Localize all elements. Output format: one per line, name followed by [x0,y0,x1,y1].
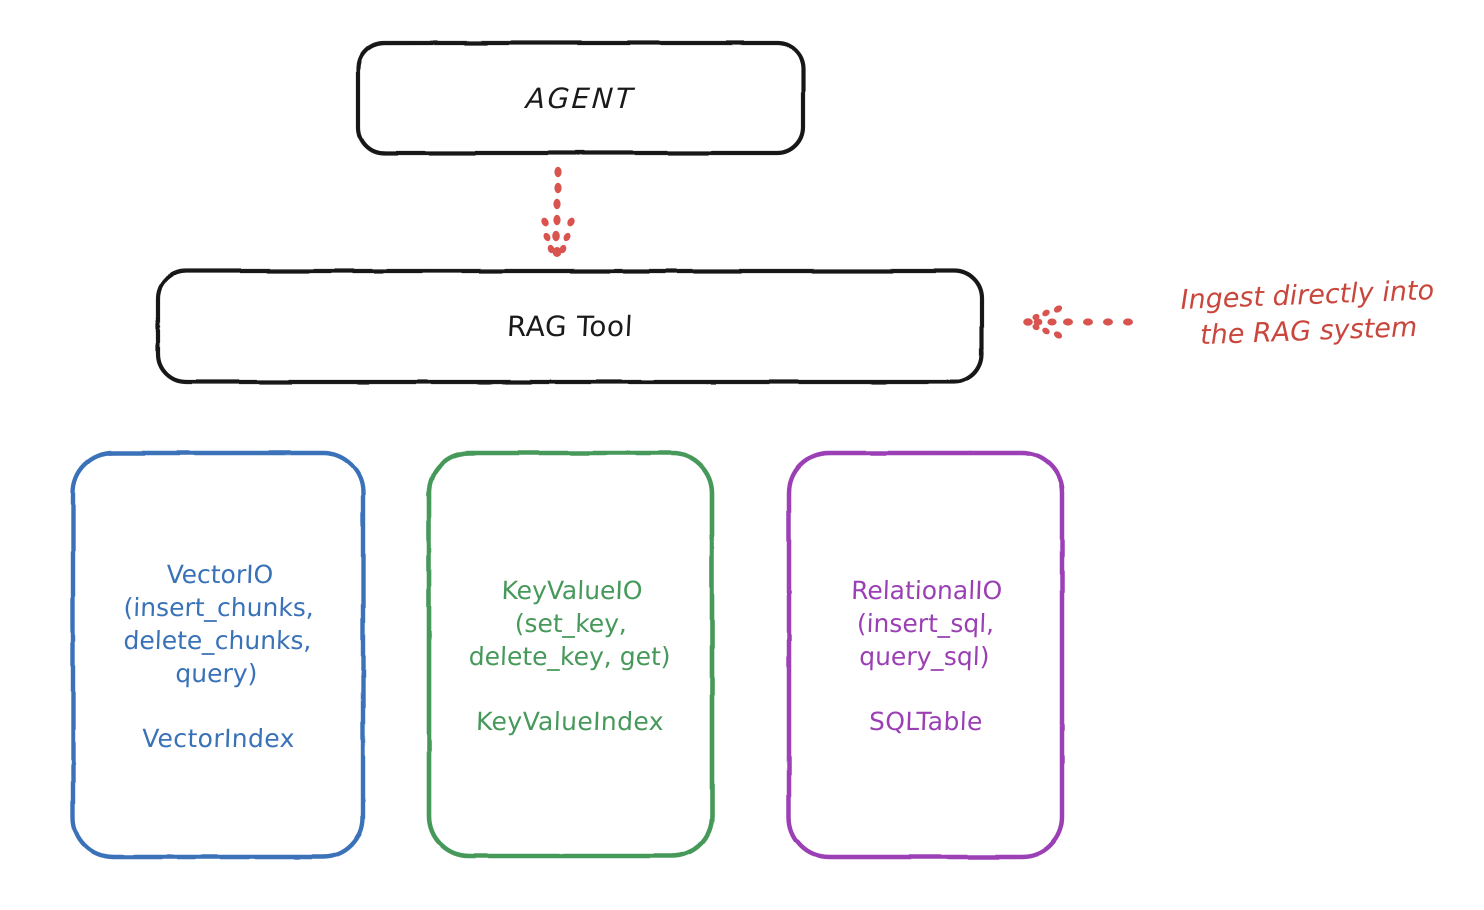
vector-index-label: VectorIndex [141,723,295,753]
relational-io-box-outline [786,450,1065,860]
key-value-index-label: KeyValueIndex [475,706,666,736]
agent-box-outline [355,40,806,156]
relational-io-node[interactable]: RelationalIO (insert_sql, query_sql) SQL… [788,452,1063,858]
ingest-annotation: Ingest directly into the RAG system [1179,275,1435,352]
sql-table-label: SQLTable [868,707,983,736]
key-value-io-api-label: KeyValueIO (set_key, delete_key, get) [467,575,671,671]
vector-io-node[interactable]: VectorIO (insert_chunks, delete_chunks, … [72,452,364,858]
relational-io-api-label: RelationalIO (insert_sql, query_sql) [850,576,1003,671]
rag-tool-node[interactable]: RAG Tool [157,270,983,383]
rag-tool-box-outline [155,268,985,385]
vector-io-box-outline [70,450,366,860]
agent-label: AGENT [524,81,637,115]
agent-node[interactable]: AGENT [357,42,804,154]
rag-tool-label: RAG Tool [506,310,634,343]
key-value-io-node[interactable]: KeyValueIO (set_key, delete_key, get) Ke… [428,452,713,857]
key-value-io-box-outline [426,450,715,859]
vector-io-api-label: VectorIO (insert_chunks, delete_chunks, … [122,559,315,688]
ingest-to-rag-arrow [1023,305,1133,339]
agent-to-rag-arrow [541,166,575,257]
